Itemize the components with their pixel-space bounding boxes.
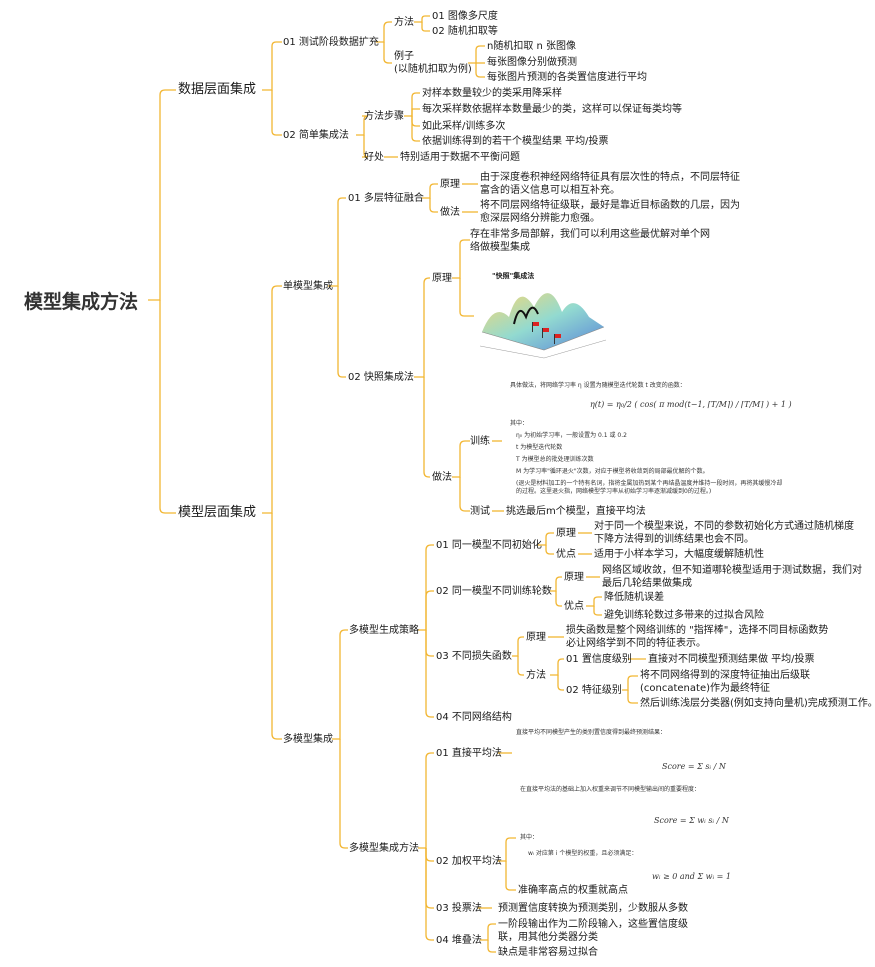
simple-step: 依据训练得到的若干个模型结果 平均/投票 <box>422 136 609 147</box>
tta-method-item: 01 图像多尺度 <box>432 11 498 22</box>
simple-ensemble-title: 02 简单集成法 <box>283 130 349 141</box>
snapshot-test: 挑选最后m个模型，直接平均法 <box>506 506 646 517</box>
snapshot-train-formula: η(t) = η₀/2 ( cos( π mod(t−1, ⌈T/M⌉) / ⌈… <box>590 400 792 409</box>
tta-example-item: 每张图片预测的各类置信度进行平均 <box>487 72 647 83</box>
tta-example-item: 每张图像分别做预测 <box>487 57 577 68</box>
snapshot-illustration: "快照"集成法 <box>474 262 614 362</box>
stacking-desc: 一阶段输出作为二阶段输入，这些置信度级联，用其他分类器分类 <box>498 919 688 943</box>
ensemble-methods-title: 多模型集成方法 <box>349 843 419 854</box>
weighted-average-point: wᵢ 对应第 i 个模型的权重，且必须满足： <box>528 850 638 857</box>
stacking-drawback: 缺点是非常容易过拟合 <box>498 947 598 958</box>
snapshot-test-label: 测试 <box>470 506 490 517</box>
diff-epochs-principle: 网络区域收敛，但不知道哪轮模型适用于测试数据，我们对最后几轮结果做集成 <box>602 565 862 589</box>
weighted-average-where: 其中： <box>520 834 539 841</box>
feature-level-label: 02 特征级别 <box>566 685 622 696</box>
multi-feature-method-label: 做法 <box>440 207 460 218</box>
weighted-average-constraint: wᵢ ≥ 0 and Σ wᵢ = 1 <box>652 872 731 881</box>
voting-desc: 预测置信度转换为预测类别，少数服从多数 <box>498 903 688 914</box>
snapshot-image-caption: "快照"集成法 <box>492 272 535 280</box>
generation-strategy-title: 多模型生成策略 <box>349 625 419 636</box>
single-model-title: 单模型集成 <box>283 281 333 292</box>
tta-method-item: 02 随机扣取等 <box>432 26 498 37</box>
diff-init-merit: 适用于小样本学习，大幅度缓解随机性 <box>594 549 764 560</box>
diff-loss-principle-label: 原理 <box>526 632 546 643</box>
snapshot-principle-label: 原理 <box>432 273 452 284</box>
voting-title: 03 投票法 <box>436 903 482 914</box>
snapshot-train-point: M 为学习率"循环退火"次数，对应于模型将收敛到的局部最优解的个数。 <box>516 468 709 475</box>
simple-steps-label: 方法步骤 <box>364 111 404 122</box>
multi-feature-principle: 由于深度卷积神经网络特征具有层次性的特点，不同层特征富含的语义信息可以相互补充。 <box>480 172 740 196</box>
diff-init-title: 01 同一模型不同初始化 <box>436 540 542 551</box>
simple-average-formula: Score = Σ sᵢ / N <box>662 762 726 771</box>
snapshot-method-label: 做法 <box>432 472 452 483</box>
snapshot-title: 02 快照集成法 <box>348 372 414 383</box>
model-level-title: 模型层面集成 <box>178 505 257 520</box>
diff-arch-title: 04 不同网络结构 <box>436 712 512 723</box>
simple-step: 如此采样/训练多次 <box>422 121 506 132</box>
multi-feature-method: 将不同层网络特征级联，最好是靠近目标函数的几层，因为愈深层网络分辨能力愈强。 <box>480 200 740 224</box>
diff-loss-principle: 损失函数是整个网络训练的 "指挥棒"，选择不同目标函数势必让网络学到不同的特征表… <box>566 625 829 649</box>
root-title: 模型集成方法 <box>24 291 139 313</box>
snapshot-train-note: (退火是材料加工的一个特有名词，指将金属加热到某个再结晶温度并维持一段时间，再将… <box>516 480 783 495</box>
weighted-average-formula-block: 在直接平均法的基础上加入权重来调节不同模型输出间的重要程度： Score = Σ… <box>516 782 756 886</box>
feature-level-desc: 将不同网络得到的深度特征抽出后级联(concatenate)作为最终特征 <box>640 670 810 694</box>
data-level-title: 数据层面集成 <box>178 82 257 97</box>
simple-benefit: 特别适用于数据不平衡问题 <box>400 152 520 163</box>
snapshot-train-intro: 具体做法，将网络学习率 η 设置为随模型迭代轮数 t 改变的函数： <box>510 382 686 389</box>
diff-init-principle: 对于同一个模型来说，不同的参数初始化方式通过随机梯度下降方法得到的训练结果也会不… <box>594 521 854 545</box>
stacking-title: 04 堆叠法 <box>436 935 482 946</box>
diff-epochs-merit: 避免训练轮数过多带来的过拟合风险 <box>604 610 764 621</box>
weighted-average-formula: Score = Σ wᵢ sᵢ / N <box>654 816 729 825</box>
diff-epochs-title: 02 同一模型不同训练轮数 <box>436 586 552 597</box>
tta-title: 01 测试阶段数据扩充 <box>283 37 379 48</box>
simple-average-desc: 直接平均不同模型产生的类别置信度得到最终预测结果： <box>516 729 667 736</box>
snapshot-train-where: 其中： <box>510 420 529 427</box>
diff-epochs-merit: 降低随机误差 <box>604 592 664 603</box>
tta-example-item: n随机扣取 n 张图像 <box>487 41 577 52</box>
snapshot-train-block: 具体做法，将网络学习率 η 设置为随模型迭代轮数 t 改变的函数： η(t) =… <box>506 380 796 500</box>
diff-init-principle-label: 原理 <box>556 528 576 539</box>
snapshot-train-point: η₀ 为初始学习率，一般设置为 0.1 或 0.2 <box>516 432 627 439</box>
weighted-average-note: 准确率高点的权重就高点 <box>518 885 628 896</box>
multi-model-title: 多模型集成 <box>283 734 333 745</box>
confidence-level-label: 01 置信度级别 <box>566 654 632 665</box>
multi-feature-principle-label: 原理 <box>440 179 460 190</box>
simple-benefit-label: 好处 <box>364 152 384 163</box>
loss-surface-plot <box>479 293 607 359</box>
simple-step: 每次采样数依据样本数量最少的类，这样可以保证每类均等 <box>422 104 682 115</box>
diff-epochs-merit-label: 优点 <box>564 601 584 612</box>
diff-epochs-principle-label: 原理 <box>564 572 584 583</box>
tta-example-label: 例子 <box>394 51 414 62</box>
snapshot-train-point: T 为模型总的批处理训练次数 <box>516 456 594 463</box>
diff-loss-title: 03 不同损失函数 <box>436 651 512 662</box>
tta-method-label: 方法 <box>394 17 414 28</box>
snapshot-principle: 存在非常多局部解，我们可以利用这些最优解对单个网络做模型集成 <box>470 229 710 253</box>
simple-average-title: 01 直接平均法 <box>436 748 502 759</box>
diff-loss-method-label: 方法 <box>526 670 546 681</box>
snapshot-train-point: t 为模型迭代轮数 <box>516 444 563 451</box>
weighted-average-desc: 在直接平均法的基础上加入权重来调节不同模型输出间的重要程度： <box>520 786 701 793</box>
confidence-level-desc: 直接对不同模型预测结果做 平均/投票 <box>648 654 815 665</box>
tta-example-sub: (以随机扣取为例) <box>394 64 472 75</box>
simple-average-formula-block: 直接平均不同模型产生的类别置信度得到最终预测结果： Score = Σ sᵢ /… <box>512 726 752 780</box>
diff-init-merit-label: 优点 <box>556 549 576 560</box>
simple-step: 对样本数量较少的类采用降采样 <box>422 88 562 99</box>
feature-level-desc: 然后训练浅层分类器(例如支持向量机)完成预测工作。 <box>640 698 875 709</box>
weighted-average-title: 02 加权平均法 <box>436 856 502 867</box>
snapshot-train-label: 训练 <box>470 436 490 447</box>
multi-feature-title: 01 多层特征融合 <box>348 193 424 204</box>
